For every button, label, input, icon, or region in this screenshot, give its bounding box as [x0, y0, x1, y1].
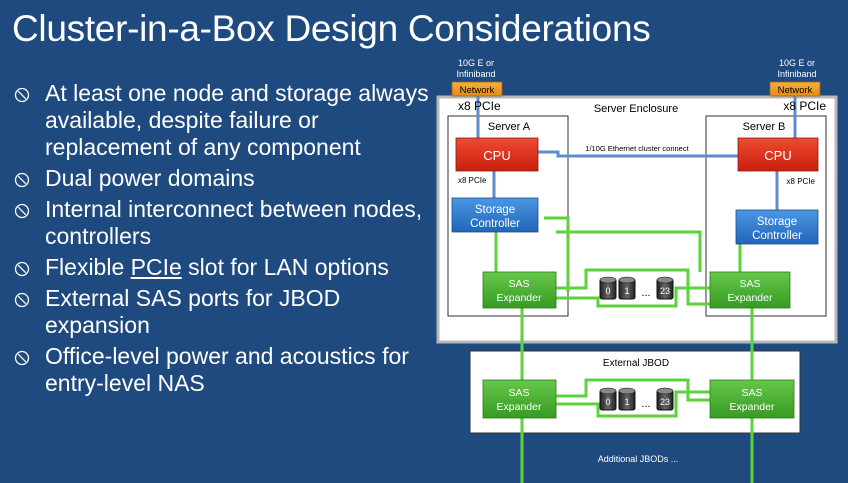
bullet-list: At least one node and storage always ava…: [12, 80, 432, 401]
circle-slash-bullet-icon: [14, 350, 30, 366]
sas-expander-a: [482, 271, 557, 309]
sas-expander-jbod-a-line2: Expander: [497, 401, 542, 413]
sas-expander-jbod-a: [482, 379, 557, 419]
network-label-left: Network: [460, 85, 495, 96]
circle-slash-bullet-icon: [14, 172, 30, 188]
cpu-a-label: CPU: [483, 148, 510, 163]
green-links: [494, 216, 754, 483]
sas-expander-b-line2: Expander: [728, 292, 773, 304]
external-jbod-label: External JBOD: [603, 358, 669, 369]
bullet-text: Office-level power and acoustics for ent…: [45, 343, 409, 396]
sas-expander-a-line1: SAS: [508, 278, 529, 290]
disk-label-0: 0: [605, 286, 610, 296]
bullet-item: Office-level power and acoustics for ent…: [12, 343, 432, 397]
sas-expander-jbod-b-line1: SAS: [741, 387, 762, 399]
disk-group-enclosure: 0 1 ... 23: [599, 276, 674, 300]
cpu-a: [455, 137, 539, 172]
bullet-text: Dual power domains: [45, 165, 255, 191]
network-box-right: [769, 81, 821, 97]
circle-slash-bullet-icon: [14, 261, 30, 277]
sas-expander-b-line1: SAS: [739, 278, 760, 290]
server-a-label: Server A: [488, 121, 531, 133]
disk-label-1: 1: [624, 286, 629, 296]
pcie-label-small-right: x8 PCIe: [787, 177, 816, 186]
network-caption-left-line2: Infiniband: [456, 69, 495, 79]
sas-expander-jbod-b: [709, 379, 795, 419]
bullet-item: At least one node and storage always ava…: [12, 80, 432, 161]
bullet-text: Internal interconnect between nodes, con…: [45, 196, 423, 249]
cpu-b-label: CPU: [764, 148, 791, 163]
storage-controller-b-line1: Storage: [757, 216, 797, 228]
bullet-text: At least one node and storage always ava…: [45, 80, 429, 160]
storage-controller-a: [451, 197, 539, 233]
disk-label-1: 1: [624, 397, 629, 407]
disk-label-23: 23: [660, 286, 670, 296]
bullet-item: External SAS ports for JBOD expansion: [12, 285, 432, 339]
disk-ellipsis: ...: [641, 287, 650, 299]
disk-label-23: 23: [660, 397, 670, 407]
bullet-item: Dual power domains: [12, 165, 432, 192]
cpu-b: [737, 137, 819, 172]
sas-expander-a-line2: Expander: [497, 292, 542, 304]
disk-ellipsis: ...: [641, 398, 650, 410]
server-b-label: Server B: [743, 121, 786, 133]
bullet-item: Flexible PCIe slot for LAN options: [12, 254, 432, 281]
disk-group-jbod: 0 1 ... 23: [599, 387, 674, 411]
circle-slash-bullet-icon: [14, 203, 30, 219]
pcie-label-small-left: x8 PCIe: [458, 176, 487, 185]
sas-expander-b: [709, 271, 791, 309]
storage-controller-b: [735, 209, 819, 245]
network-label-right: Network: [778, 85, 813, 96]
slide-title: Cluster-in-a-Box Design Considerations: [12, 8, 651, 49]
bullet-item: Internal interconnect between nodes, con…: [12, 196, 432, 250]
circle-slash-bullet-icon: [14, 87, 30, 103]
bullet-text: External SAS ports for JBOD expansion: [45, 285, 341, 338]
cluster-connect-label: 1/10G Ethernet cluster connect: [585, 144, 689, 153]
bullet-text: Flexible PCIe slot for LAN options: [45, 254, 389, 280]
storage-controller-b-line2: Controller: [752, 230, 802, 242]
enclosure-title: Server Enclosure: [594, 103, 678, 115]
network-caption-left-line1: 10G E or: [458, 58, 494, 68]
pcie-label-top-left: x8 PCIe: [458, 99, 501, 113]
additional-jbods-label: Additional JBODs ...: [598, 454, 679, 464]
storage-controller-a-line2: Controller: [470, 218, 520, 230]
disk-label-0: 0: [605, 397, 610, 407]
network-box-left: [451, 81, 503, 97]
storage-controller-a-line1: Storage: [475, 204, 515, 216]
sas-expander-jbod-a-line1: SAS: [508, 387, 529, 399]
blue-links: [476, 96, 797, 210]
network-caption-right-line1: 10G E or: [779, 58, 815, 68]
network-caption-right-line2: Infiniband: [777, 69, 816, 79]
sas-expander-jbod-b-line2: Expander: [730, 401, 775, 413]
pcie-label-top-right: x8 PCIe: [783, 99, 826, 113]
circle-slash-bullet-icon: [14, 292, 30, 308]
